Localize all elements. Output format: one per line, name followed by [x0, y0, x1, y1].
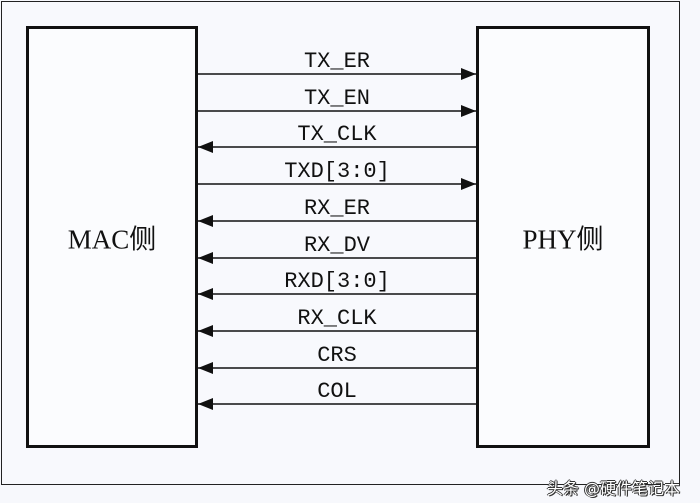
arrow-right-icon: [461, 178, 476, 190]
arrow-right-icon: [461, 105, 476, 117]
watermark: 头条 @硬件笔记本: [546, 479, 680, 498]
signal-label: TX_EN: [304, 86, 370, 111]
arrow-left-icon: [198, 288, 213, 300]
arrow-left-icon: [198, 362, 213, 374]
signal-label: TX_ER: [304, 49, 370, 74]
arrow-left-icon: [198, 325, 213, 337]
signal-label: RX_DV: [304, 233, 371, 258]
signal-label: TX_CLK: [297, 122, 377, 147]
arrow-right-icon: [461, 68, 476, 80]
signal-tx-en: TX_EN: [198, 86, 476, 117]
signal-label: RXD[3:0]: [284, 269, 390, 294]
signal-crs: CRS: [198, 343, 476, 374]
signal-rx-dv: RX_DV: [198, 233, 476, 264]
phy-block: PHY侧: [476, 26, 650, 448]
arrow-left-icon: [198, 141, 213, 153]
signal-rx-er: RX_ER: [198, 196, 476, 227]
signal-col: COL: [198, 379, 476, 410]
signal-txd-3-0: TXD[3:0]: [198, 159, 476, 190]
signal-label: RX_CLK: [297, 306, 377, 331]
signal-rxd-3-0: RXD[3:0]: [198, 269, 476, 300]
signal-label: CRS: [317, 343, 357, 368]
signal-rx-clk: RX_CLK: [198, 306, 476, 337]
signal-label: TXD[3:0]: [284, 159, 390, 184]
mac-block: MAC侧: [26, 26, 198, 448]
signal-label: RX_ER: [304, 196, 370, 221]
signal-tx-er: TX_ER: [198, 49, 476, 80]
arrow-left-icon: [198, 215, 213, 227]
mac-block-label: MAC侧: [67, 224, 157, 255]
signal-label: COL: [317, 379, 357, 404]
signal-tx-clk: TX_CLK: [198, 122, 476, 153]
phy-block-label: PHY侧: [522, 224, 604, 255]
arrow-left-icon: [198, 398, 213, 410]
arrow-left-icon: [198, 252, 213, 264]
